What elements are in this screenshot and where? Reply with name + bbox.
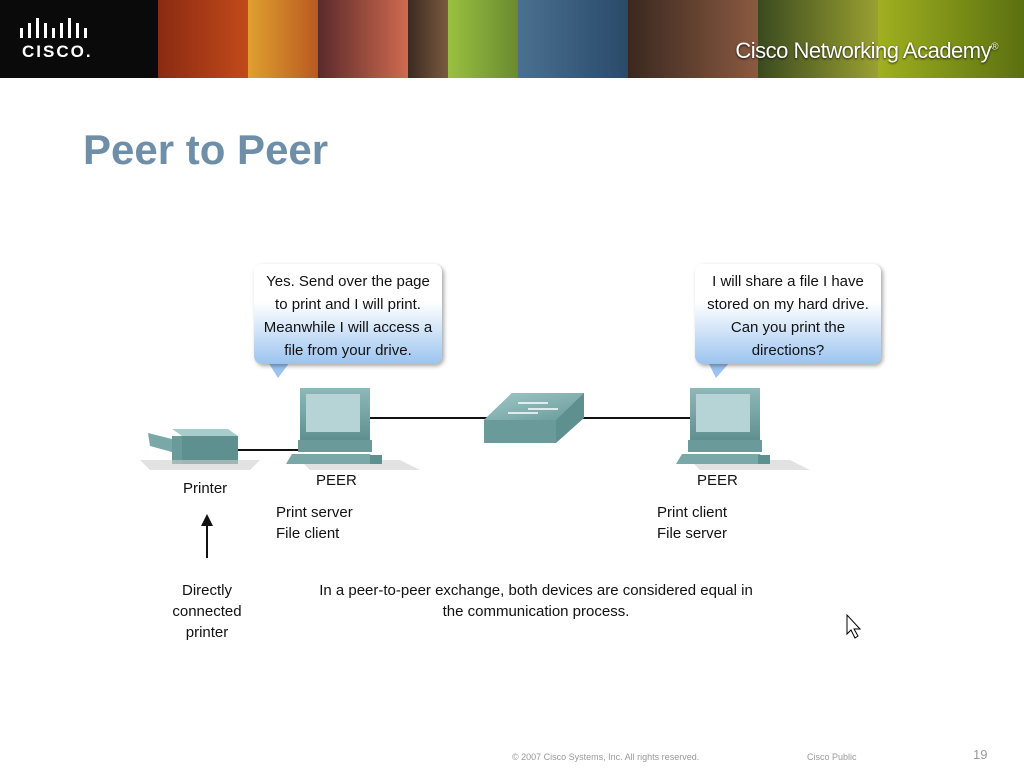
caption-line: In a peer-to-peer exchange, both devices… — [319, 582, 753, 599]
speech-bubble-left: Yes. Send over the page to print and I w… — [254, 264, 442, 364]
copyright-text: © 2007 Cisco Systems, Inc. All rights re… — [512, 752, 700, 762]
bubble-left-line: file from your drive. — [284, 342, 412, 359]
computer-right-icon — [676, 388, 810, 470]
banner-photo-2 — [248, 0, 318, 78]
header-banner: CISCO. Cisco Networking Academy® — [0, 0, 1024, 78]
up-arrow-icon — [201, 514, 213, 558]
bubble-left-line: Yes. Send over the page — [266, 273, 430, 290]
bubble-right-line: I will share a file I have — [712, 273, 864, 290]
peer-left-role: File client — [276, 525, 340, 542]
printer-label: Printer — [183, 480, 228, 497]
switch-icon — [484, 393, 584, 443]
page-number: 19 — [973, 747, 988, 762]
peer-right-role: File server — [657, 525, 728, 542]
banner-photo-9 — [878, 0, 1024, 78]
bubble-left-line: to print and I will print. — [275, 296, 421, 313]
classification-text: Cisco Public — [807, 752, 857, 762]
banner-photo-6 — [518, 0, 628, 78]
direct-printer-note-line: connected — [172, 603, 242, 620]
peer-left-role: Print server — [276, 504, 353, 521]
diagram-caption: In a peer-to-peer exchange, both devices… — [296, 580, 776, 622]
banner-photo-7 — [628, 0, 758, 78]
direct-printer-note-line: printer — [185, 624, 229, 641]
bubble-right-tail — [708, 362, 730, 378]
speech-bubble-right: I will share a file I have stored on my … — [695, 264, 881, 364]
banner-photo-5 — [448, 0, 518, 78]
peer-left-label: PEER — [316, 472, 357, 489]
banner-photo-8 — [758, 0, 878, 78]
peer-right-label: PEER — [697, 472, 738, 489]
bubble-right-line: directions? — [751, 342, 825, 359]
academy-title: Cisco Networking Academy® — [735, 38, 998, 64]
peer-right-roles: Print client File server — [657, 502, 727, 544]
cisco-logo: CISCO. — [0, 0, 158, 78]
bubble-left-line: Meanwhile I will access a — [263, 319, 433, 336]
banner-photo-3 — [318, 0, 408, 78]
direct-printer-note: Directly connected printer — [160, 580, 254, 643]
bubble-right-line: stored on my hard drive. — [707, 296, 869, 313]
peer-left-roles: Print server File client — [276, 502, 353, 544]
printer-icon — [140, 429, 260, 470]
cisco-bars-icon — [20, 18, 87, 38]
mouse-cursor-icon — [846, 613, 862, 639]
bubble-right-line: Can you print the — [730, 319, 846, 336]
banner-photo-1 — [158, 0, 248, 78]
registered-mark: ® — [991, 41, 998, 53]
page-title: Peer to Peer — [83, 126, 329, 173]
caption-line: the communication process. — [442, 603, 630, 620]
computer-left-icon — [286, 388, 420, 470]
banner-photo-4 — [408, 0, 448, 78]
academy-text: Cisco Networking Academy — [735, 38, 992, 63]
peer-right-role: Print client — [657, 504, 728, 521]
cisco-logo-text: CISCO. — [22, 42, 93, 61]
bubble-left-tail — [268, 362, 290, 378]
direct-printer-note-line: Directly — [181, 582, 232, 599]
